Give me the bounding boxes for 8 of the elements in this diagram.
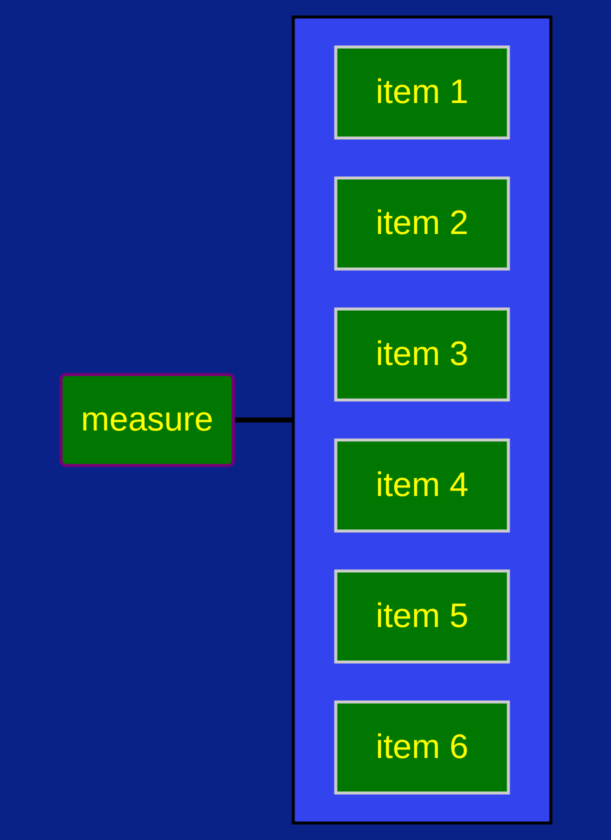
node-box: item 3: [334, 308, 510, 402]
node-box: item 2: [334, 176, 510, 270]
connector: [232, 418, 293, 422]
node-box: item 4: [334, 438, 510, 532]
node-box: item 1: [334, 46, 510, 140]
cluster: [291, 16, 552, 824]
node-box: item 6: [334, 700, 510, 794]
node-box: item 5: [334, 570, 510, 664]
